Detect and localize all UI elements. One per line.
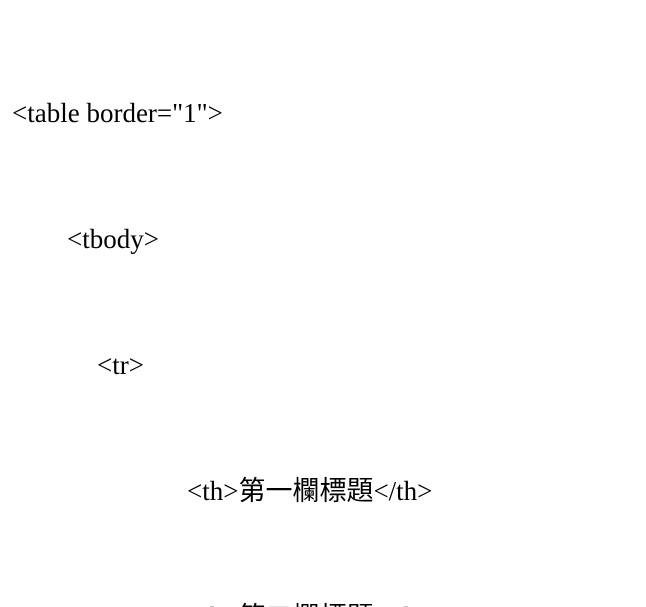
code-line: <tbody>: [67, 224, 159, 254]
code-line: <th>第一欄標題</th>: [187, 476, 433, 506]
code-line: <tr>: [97, 350, 144, 380]
code-line: <th>第二欄標題</th>: [12, 596, 646, 607]
html-source-snippet: <table border="1"> <tbody> <tr> <th>第一欄標…: [12, 8, 646, 607]
code-line: <table border="1">: [12, 98, 223, 128]
